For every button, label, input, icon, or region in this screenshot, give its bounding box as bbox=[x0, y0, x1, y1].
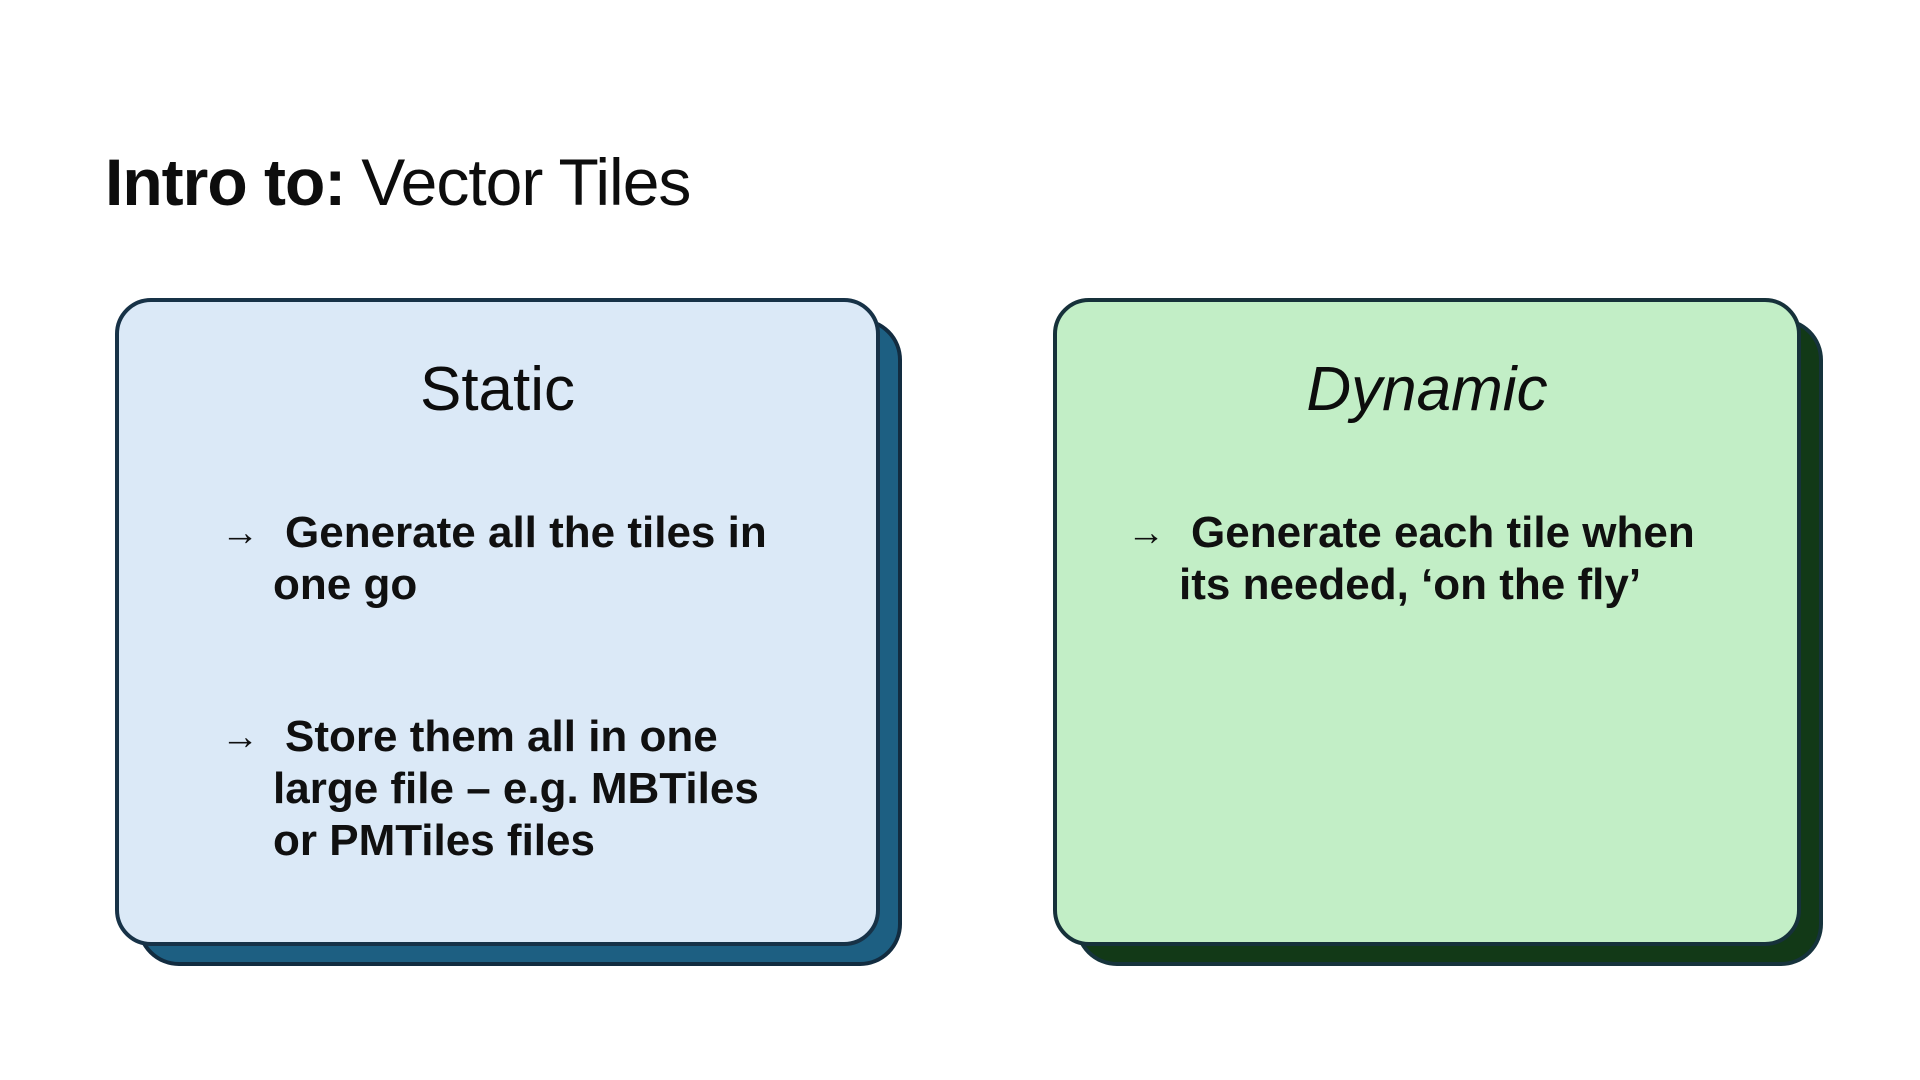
static-card-group: Static → Generate all the tiles in one g… bbox=[115, 298, 902, 966]
bullet-line: Generate all the tiles in bbox=[285, 508, 767, 558]
bullet-line: its needed, ‘on the fly’ bbox=[1179, 560, 1642, 610]
bullet-item: → Store them all in one large file – e.g… bbox=[217, 711, 836, 867]
bullet-text: Store them all in one large file – e.g. … bbox=[273, 711, 836, 867]
arrow-bullet-icon: → bbox=[221, 716, 259, 759]
bullet-item: → Generate all the tiles in one go bbox=[217, 507, 836, 611]
arrow-bullet-icon: → bbox=[221, 512, 259, 555]
bullet-line: Generate each tile when bbox=[1191, 508, 1695, 558]
bullet-line: Store them all in one bbox=[285, 712, 718, 762]
static-card: Static → Generate all the tiles in one g… bbox=[115, 298, 880, 946]
static-bullet-list: → Generate all the tiles in one go → Sto… bbox=[119, 507, 876, 867]
bullet-line: or PMTiles files bbox=[273, 816, 595, 866]
page-title: Intro to:Vector Tiles bbox=[105, 145, 691, 220]
dynamic-card: Dynamic → Generate each tile when its ne… bbox=[1053, 298, 1801, 946]
dynamic-card-group: Dynamic → Generate each tile when its ne… bbox=[1053, 298, 1823, 966]
dynamic-bullet-list: → Generate each tile when its needed, ‘o… bbox=[1057, 507, 1797, 611]
bullet-item: → Generate each tile when its needed, ‘o… bbox=[1123, 507, 1767, 611]
bullet-line: one go bbox=[273, 560, 418, 610]
bullet-line: large file – e.g. MBTiles bbox=[273, 764, 759, 814]
dynamic-card-title: Dynamic bbox=[1306, 355, 1548, 424]
arrow-bullet-icon: → bbox=[1127, 512, 1165, 555]
page-title-main: Vector Tiles bbox=[361, 145, 691, 220]
page-title-prefix: Intro to: bbox=[105, 145, 346, 220]
bullet-text: Generate all the tiles in one go bbox=[273, 507, 836, 611]
bullet-text: Generate each tile when its needed, ‘on … bbox=[1179, 507, 1767, 611]
static-card-title: Static bbox=[419, 355, 576, 424]
